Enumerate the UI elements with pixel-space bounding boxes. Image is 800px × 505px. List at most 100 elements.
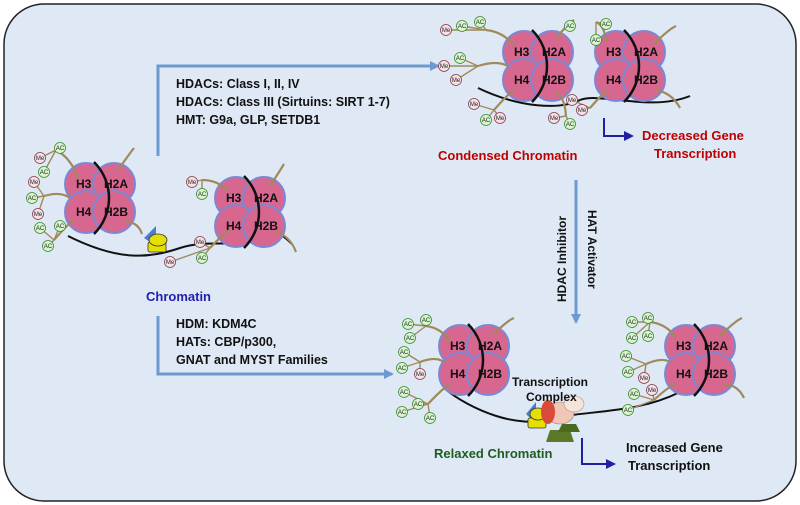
svg-text:AC: AC — [422, 318, 431, 324]
acetyl-mark: AC — [34, 222, 46, 234]
histone-tail — [653, 382, 677, 401]
histone-tail — [649, 320, 677, 339]
svg-text:AC: AC — [602, 22, 611, 28]
acetyl-mark: AC — [564, 20, 576, 32]
svg-text:AC: AC — [630, 392, 639, 398]
histone-tail — [719, 316, 743, 337]
lower-enzyme-1: HDM: KDM4C — [176, 317, 257, 331]
histone-tail — [477, 61, 509, 68]
histone-label-h2a: H2A — [478, 339, 502, 353]
methyl-mark: Me — [438, 60, 450, 72]
svg-text:AC: AC — [592, 38, 601, 44]
methyl-mark: Me — [28, 176, 40, 188]
acetyl-mark: AC — [454, 52, 466, 64]
acetyl-mark: AC — [642, 330, 654, 342]
methyl-mark: Me — [440, 24, 452, 36]
svg-text:AC: AC — [398, 410, 407, 416]
svg-text:AC: AC — [624, 408, 633, 414]
svg-text:Me: Me — [30, 180, 39, 186]
svg-text:AC: AC — [426, 416, 435, 422]
acetyl-mark: AC — [626, 332, 638, 344]
methyl-mark: Me — [468, 98, 480, 110]
histone-label-h3: H3 — [76, 177, 92, 191]
dna-top — [477, 87, 691, 107]
acetyl-mark: AC — [38, 166, 50, 178]
acetyl-mark: AC — [196, 252, 208, 264]
increased-transcription-arrow — [581, 438, 616, 469]
histone-tail — [43, 192, 71, 199]
lower-enzymes-list: HDM: KDM4C HATs: CBP/p300, GNAT and MYST… — [176, 317, 328, 367]
svg-text:Me: Me — [496, 116, 505, 122]
histone-label-h2b: H2B — [478, 367, 502, 381]
flow-arrows — [156, 61, 634, 469]
svg-text:AC: AC — [198, 256, 207, 262]
upper-enzyme-1: HDACs: Class I, II, IV — [176, 77, 300, 91]
svg-text:AC: AC — [458, 24, 467, 30]
histone-tail — [645, 358, 671, 366]
acetyl-mark: AC — [564, 118, 576, 130]
dna-wrap — [623, 29, 641, 103]
hdac-inhibitor-label: HDAC Inhibitor — [555, 216, 569, 302]
svg-text:Me: Me — [36, 156, 45, 162]
svg-text:AC: AC — [40, 170, 49, 176]
methyl-mark: Me — [32, 208, 44, 220]
histone-label-h4: H4 — [514, 73, 530, 87]
methyl-mark: Me — [646, 384, 658, 396]
acetyl-mark: AC — [42, 240, 54, 252]
histone-tail — [419, 357, 445, 364]
histone-label-h3: H3 — [676, 339, 692, 353]
svg-text:AC: AC — [28, 196, 37, 202]
acetyl-mark: AC — [600, 18, 612, 30]
histone-tail — [425, 324, 451, 343]
upper-pathway-arrow — [156, 61, 440, 156]
svg-text:AC: AC — [644, 334, 653, 340]
increased-transcription-line2: Transcription — [628, 458, 710, 473]
lower-enzyme-2: HATs: CBP/p300, — [176, 335, 276, 349]
histone-label-h2a: H2A — [634, 45, 658, 59]
acetyl-mark: AC — [622, 366, 634, 378]
acetyl-mark: AC — [54, 220, 66, 232]
histone-tail — [555, 91, 568, 117]
svg-text:AC: AC — [56, 146, 65, 152]
histone-tail — [427, 383, 451, 405]
left-binding-complex — [144, 226, 168, 253]
acetyl-mark: AC — [420, 314, 432, 326]
svg-text:AC: AC — [566, 122, 575, 128]
svg-text:AC: AC — [622, 354, 631, 360]
svg-text:Me: Me — [440, 64, 449, 70]
histone-label-h4: H4 — [606, 73, 622, 87]
histone-label-h2a: H2A — [254, 191, 278, 205]
methyl-mark: Me — [186, 176, 198, 188]
svg-text:AC: AC — [406, 336, 415, 342]
acetyl-mark: AC — [628, 388, 640, 400]
acetyl-mark: AC — [480, 114, 492, 126]
histone-label-h3: H3 — [226, 191, 242, 205]
acetyl-mark: AC — [396, 362, 408, 374]
acetyl-mark: AC — [196, 188, 208, 200]
dna-wrap — [243, 175, 261, 249]
histone-tail — [485, 28, 515, 47]
svg-text:Me: Me — [640, 376, 649, 382]
svg-text:Me: Me — [196, 240, 205, 246]
histone-tail — [723, 382, 745, 399]
svg-text:Me: Me — [442, 28, 451, 34]
svg-text:Me: Me — [166, 260, 175, 266]
transcription-complex — [526, 395, 585, 442]
background-panel — [3, 3, 797, 502]
acetyl-mark: AC — [424, 412, 436, 424]
histone-tail — [117, 147, 135, 171]
histone-label-h4: H4 — [76, 205, 92, 219]
histone-tail — [201, 178, 229, 193]
svg-text:AC: AC — [44, 244, 53, 250]
transcription-complex-line2: Complex — [526, 390, 577, 404]
svg-text:AC: AC — [476, 20, 485, 26]
histone-tail — [589, 89, 609, 109]
svg-text:AC: AC — [400, 390, 409, 396]
svg-text:AC: AC — [400, 350, 409, 356]
dna-wrap — [531, 29, 549, 103]
acetyl-mark: AC — [642, 312, 654, 324]
chromatin-label: Chromatin — [146, 289, 211, 304]
